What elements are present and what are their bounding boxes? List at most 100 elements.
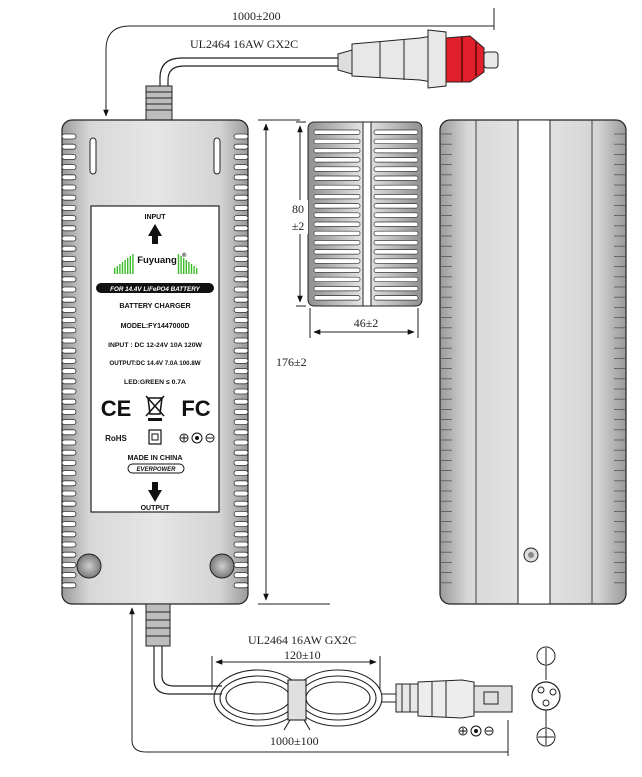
fin-slot xyxy=(233,470,249,477)
fin-slot xyxy=(61,541,77,548)
plug-red-tip xyxy=(445,35,485,83)
fin-slot xyxy=(61,500,77,507)
side-fin-slot xyxy=(373,129,419,135)
output-coil-dimension: UL2464 16AW GX2C 120±10 xyxy=(211,633,381,690)
cable-coil xyxy=(213,669,383,731)
side-height-tol-text: ±2 xyxy=(292,219,305,233)
side-fin-slot xyxy=(313,194,361,200)
fin-slot xyxy=(233,327,249,334)
fin-slot xyxy=(233,153,249,160)
side-fin-slot xyxy=(373,267,419,273)
fin-slot xyxy=(61,531,77,538)
side-fin-slot xyxy=(373,276,419,283)
fin-slot xyxy=(233,276,249,283)
xlr-plug xyxy=(395,679,513,719)
fin-slot xyxy=(233,439,249,446)
fin-slot xyxy=(61,347,77,354)
output-strain-relief xyxy=(145,603,171,647)
input-length-text: 1000±200 xyxy=(232,9,281,23)
side-fin-slot xyxy=(313,258,361,264)
fin-slot xyxy=(61,337,77,344)
side-fin-slot xyxy=(313,148,361,154)
fin-slot xyxy=(233,378,249,385)
fin-slot xyxy=(61,164,77,171)
body-length-text: 176±2 xyxy=(276,355,307,369)
fin-slot xyxy=(61,266,77,273)
fin-slot xyxy=(233,419,249,426)
body-length-dimension: 176±2 xyxy=(258,119,330,605)
fin-slot xyxy=(61,572,77,578)
fin-slot xyxy=(233,215,249,222)
back-cooling-fins xyxy=(440,133,626,584)
maker-text: EVERPOWER xyxy=(136,467,176,473)
fin-slot xyxy=(61,153,77,160)
side-fin-slot xyxy=(373,221,419,227)
fin-slot xyxy=(233,429,249,436)
fin-slot xyxy=(233,398,249,405)
side-fin-slot xyxy=(313,166,361,172)
brand-bar xyxy=(121,262,124,274)
output-cable-spec-text: UL2464 16AW GX2C xyxy=(248,633,356,647)
label-model: MODEL:FY1447000D xyxy=(121,323,190,330)
side-height-text: 80 xyxy=(292,202,304,216)
side-width-dimension: 46±2 xyxy=(309,308,419,338)
fin-slot xyxy=(233,408,249,415)
brand-bar xyxy=(129,256,131,274)
side-fin-slot xyxy=(313,267,361,273)
brand-bar xyxy=(180,256,182,274)
xlr-pinout xyxy=(458,646,561,747)
charger-body-back xyxy=(439,119,627,605)
brand-bar xyxy=(185,260,187,274)
fin-slot xyxy=(233,245,249,252)
car-plug xyxy=(337,29,499,89)
fin-slot xyxy=(61,470,77,477)
side-fin-slot xyxy=(373,203,419,209)
fin-slot xyxy=(233,317,249,324)
label-output-text: OUTPUT xyxy=(141,505,171,512)
fin-slot xyxy=(61,143,77,150)
right-cooling-fins xyxy=(233,133,249,589)
input-arrow-icon xyxy=(148,224,162,244)
side-fin-slot xyxy=(373,157,419,163)
side-fin-slot xyxy=(313,138,361,145)
fin-slot xyxy=(61,174,77,181)
battery-banner: FOR 14.4V LiFePO4 BATTERY xyxy=(110,286,200,293)
rohs-mark: RoHS xyxy=(105,434,127,443)
fin-slot xyxy=(233,164,249,171)
fin-slot xyxy=(61,419,77,426)
fin-slot xyxy=(61,194,77,201)
brand-bar xyxy=(190,264,193,274)
fin-slot xyxy=(233,266,249,273)
brand-bar xyxy=(193,266,195,274)
brand-bars-left xyxy=(114,254,134,274)
fin-slot xyxy=(61,235,77,242)
fin-slot xyxy=(61,582,77,589)
fin-slot xyxy=(233,133,249,140)
fin-slot xyxy=(233,184,249,191)
side-fin-slot xyxy=(313,276,361,283)
fin-slot xyxy=(61,204,77,211)
side-fin-slot xyxy=(373,184,419,191)
side-fin-slot xyxy=(373,148,419,154)
fin-slot xyxy=(233,551,249,558)
charger-side-view xyxy=(307,121,423,307)
brand-mark: ® xyxy=(182,252,187,259)
fin-slot xyxy=(233,174,249,181)
fin-slot xyxy=(233,582,249,589)
brand-bar xyxy=(132,254,134,274)
side-fin-slot xyxy=(373,295,419,301)
side-fin-slot xyxy=(313,175,361,181)
foot-left xyxy=(76,553,102,579)
side-fin-slot xyxy=(373,286,419,292)
product-label: INPUT Fuyuang ® FOR 14.4V LiFePO4 BATTER… xyxy=(90,205,220,513)
side-fin-slot xyxy=(313,240,361,246)
fin-slot xyxy=(233,255,249,262)
side-fin-slot xyxy=(373,138,419,145)
polarity-icon xyxy=(179,432,215,444)
fin-slot xyxy=(61,521,77,527)
fin-slot xyxy=(61,286,77,293)
brand-bar xyxy=(119,264,121,274)
fin-slot xyxy=(61,245,77,252)
fin-slot xyxy=(233,510,249,517)
